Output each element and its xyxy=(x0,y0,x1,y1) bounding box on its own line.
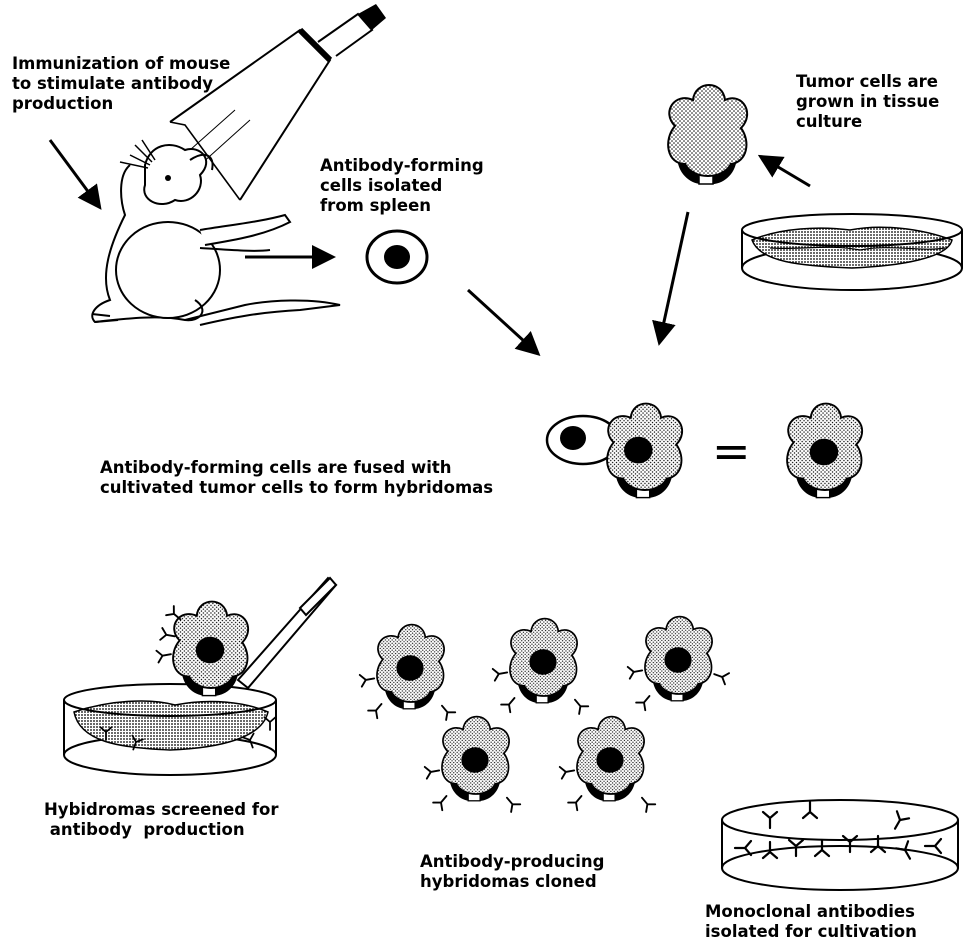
cloned-label: Antibody-producing hybridomas cloned xyxy=(420,852,604,892)
arrow-cell-to-fusion xyxy=(468,290,536,352)
screening-dish-icon xyxy=(64,684,276,775)
immunization-label: Immunization of mouse to stimulate antib… xyxy=(12,54,230,114)
arrow-tumor-to-fusion xyxy=(660,212,688,340)
cloned-hybridoma-2 xyxy=(493,619,588,714)
monoclonal-label: Monoclonal antibodies isolated for culti… xyxy=(705,902,917,942)
cloned-hybridoma-4 xyxy=(425,717,520,812)
arrow-immunization xyxy=(50,140,98,205)
culture-dish-icon xyxy=(742,214,962,290)
screened-hybridoma-icon xyxy=(156,602,248,696)
fused-cell-icon xyxy=(547,404,682,498)
hybridoma-icon xyxy=(787,404,862,498)
pipette-icon xyxy=(238,578,336,688)
antibody-dish-icon xyxy=(722,800,958,890)
tumor-cells-label: Tumor cells are grown in tissue culture xyxy=(796,72,939,132)
arrow-dish-to-tumor xyxy=(763,158,810,186)
cloned-hybridoma-3 xyxy=(628,617,729,711)
spleen-cell-icon xyxy=(367,231,427,283)
cloned-hybridoma-1 xyxy=(360,625,455,720)
screened-label: Hybidromas screened for antibody product… xyxy=(44,800,278,840)
fusion-label: Antibody-forming cells are fused with cu… xyxy=(100,458,493,498)
equals-sign: = xyxy=(712,428,751,474)
tumor-cell-icon xyxy=(668,85,747,184)
antibody-forming-label: Antibody-forming cells isolated from spl… xyxy=(320,156,484,216)
cloned-hybridoma-5 xyxy=(560,717,655,812)
